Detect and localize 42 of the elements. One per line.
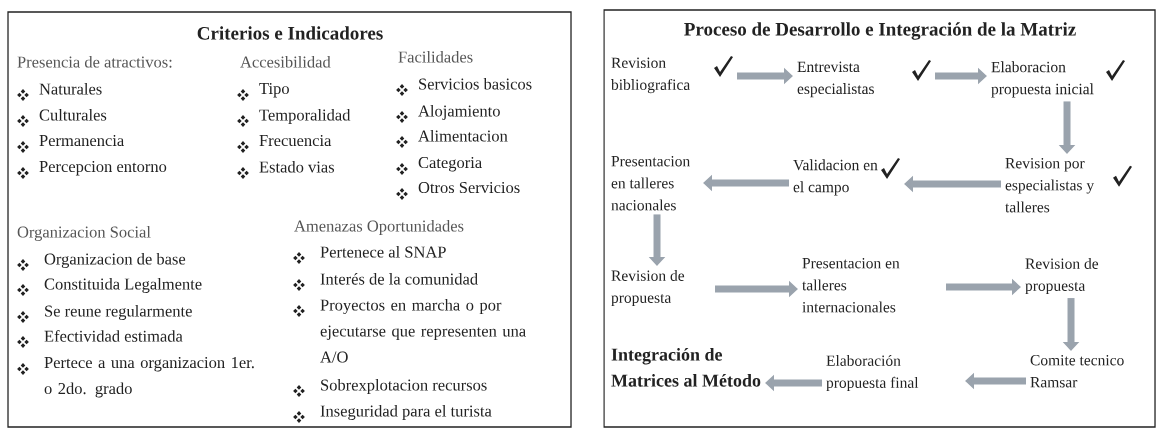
column-heading: Presencia de atractivos:: [17, 56, 172, 68]
list-item: Constituida Legalmente: [44, 278, 202, 293]
list-item: Naturales: [39, 83, 102, 95]
column-heading: Organizacion Social: [17, 226, 151, 241]
list-item: Temporalidad: [259, 109, 351, 124]
list-item: Proyectos en marcha o por ejecutarse que representen una A/O: [320, 299, 526, 363]
column-heading: Accesibilidad: [240, 56, 331, 68]
list-item: Permanencia: [39, 135, 124, 147]
step-text: Elaboración propuesta final: [826, 355, 919, 392]
list-item: Otros Servicios: [418, 182, 520, 194]
step-text: Presentacion en talleres nacionales: [611, 156, 690, 211]
list-item: Percepcion entorno: [39, 161, 167, 176]
step-text: Elaboracion propuesta inicial: [991, 60, 1125, 98]
list-item: Inseguridad para el turista: [320, 405, 492, 420]
step-text: Entrevista especialistas: [797, 60, 931, 98]
step-text: Revision bibliografica: [611, 56, 733, 94]
column-heading: Amenazas Oportunidades: [294, 220, 464, 235]
step-text: Comite tecnico Ramsar: [1030, 355, 1124, 388]
panel-title: Proceso de Desarrollo e Integración de la Matriz: [684, 22, 1076, 40]
list-item: Sobrexplotacion recursos: [321, 379, 487, 394]
list-item: Servicios basicos: [419, 78, 532, 90]
list-item: Pertenece al SNAP: [320, 246, 446, 258]
list-item: Organizacion de base: [44, 253, 186, 268]
step-text: Revision por especialistas y talleres: [1005, 158, 1132, 213]
list-item: Tipo: [259, 83, 289, 98]
list-item: Frecuencia: [259, 135, 332, 147]
list-item: Categoria: [418, 157, 482, 172]
list-item: Estado vias: [259, 161, 334, 173]
column-heading: Facilidades: [398, 51, 473, 63]
list-item: Pertece a una organizacion 1er. o 2do. grado: [44, 357, 254, 398]
list-item: Alimentacion: [418, 130, 508, 142]
step-text: Integración de Matrices al Método: [611, 348, 761, 387]
panel-title: Criterios e Indicadores: [197, 26, 383, 40]
step-text: Validacion en el campo: [793, 158, 900, 196]
list-item: Alojamiento: [418, 105, 500, 120]
list-item: Interés de la comunidad: [320, 273, 478, 285]
list-item: Culturales: [39, 109, 107, 121]
step-text: Revision de propuesta: [1025, 258, 1099, 295]
step-text: Presentacion en talleres internacionales: [802, 258, 900, 313]
list-item: Efectividad estimada: [44, 330, 183, 342]
list-item: Se reune regularmente: [45, 305, 192, 320]
step-text: Revision de propuesta: [611, 270, 685, 307]
